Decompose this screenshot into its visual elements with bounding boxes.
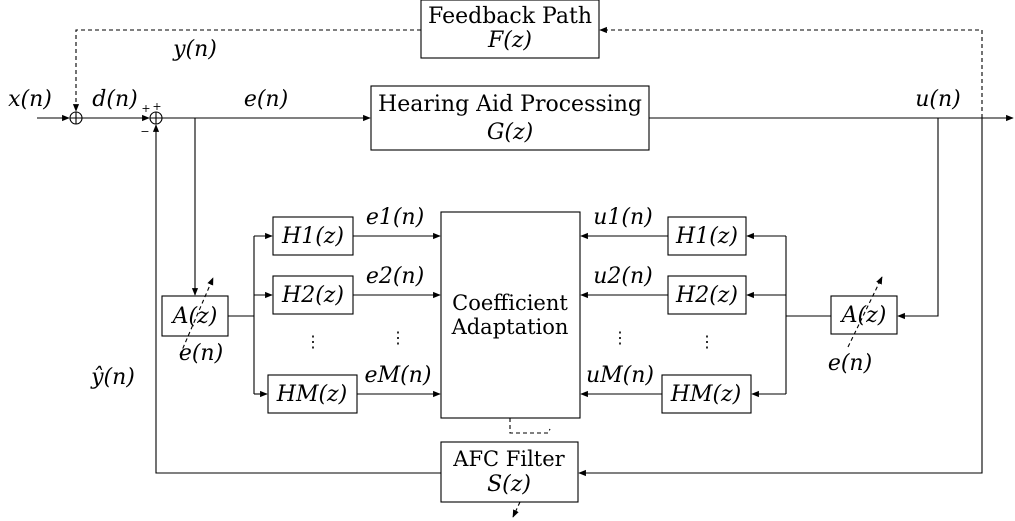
sum-junction-2-cross [150, 112, 162, 124]
signal-wires [37, 114, 1014, 477]
label-y: y(n) [172, 37, 217, 62]
ellipsis-right-u: ⋮ [612, 328, 628, 347]
label-u2: u2(n) [593, 264, 653, 289]
left-hm-label: HM(z) [276, 382, 347, 407]
label-x: x(n) [8, 87, 52, 112]
right-a-adapt-arrow [847, 276, 883, 348]
sum-junction-1-cross [70, 112, 82, 124]
sign-minus: − [140, 125, 149, 138]
right-hm-block: HM(z) [661, 374, 752, 414]
left-hm-block: HM(z) [267, 374, 358, 414]
ellipsis-left-e: ⋮ [390, 328, 406, 347]
label-um: uM(n) [586, 363, 654, 388]
feedback-dashed-wires [72, 26, 983, 518]
left-h2-label: H2(z) [281, 283, 344, 308]
coefficient-adaptation-line2: Adaptation [451, 315, 569, 339]
feedback-path-func: F(z) [487, 28, 532, 53]
sign-plus-2: + [152, 100, 161, 113]
label-e-right-a: e(n) [828, 351, 872, 376]
right-h2-block: H2(z) [667, 275, 747, 315]
left-h2-block: H2(z) [272, 275, 354, 315]
right-h2-label: H2(z) [675, 283, 738, 308]
label-e: e(n) [244, 87, 288, 112]
right-h1-label: H1(z) [675, 224, 738, 249]
left-h1-label: H1(z) [281, 224, 344, 249]
left-a-block: A(z) [161, 295, 229, 337]
right-h1-block: H1(z) [667, 216, 747, 256]
label-yhat: ŷ(n) [90, 365, 135, 390]
label-e2: e2(n) [366, 264, 424, 289]
left-a-label: A(z) [171, 304, 218, 329]
sign-plus-1: + [141, 102, 150, 115]
right-a-label: A(z) [840, 303, 887, 328]
left-h1-block: H1(z) [272, 216, 354, 256]
label-em: eM(n) [365, 363, 432, 388]
label-e-left-a: e(n) [179, 341, 223, 366]
label-u1: u1(n) [593, 205, 653, 230]
afc-filter-title: AFC Filter [452, 447, 565, 471]
right-hm-label: HM(z) [670, 382, 741, 407]
feedback-path-title: Feedback Path [428, 4, 592, 29]
ellipsis-left-h: ⋮ [305, 332, 321, 351]
hearing-aid-func: G(z) [487, 120, 533, 145]
coefficient-adaptation-block: Coefficient Adaptation [440, 211, 581, 419]
afc-filter-func: S(z) [487, 472, 531, 497]
afc-filter-block: AFC Filter S(z) [440, 441, 579, 503]
label-d: d(n) [92, 87, 137, 112]
hearing-aid-block: Hearing Aid Processing G(z) [370, 85, 650, 151]
label-u: u(n) [915, 87, 961, 112]
label-e1: e1(n) [366, 205, 424, 230]
coefficient-adaptation-line1: Coefficient [452, 291, 568, 315]
feedback-path-block: Feedback Path F(z) [420, 0, 600, 59]
ellipsis-right-h: ⋮ [699, 332, 715, 351]
hearing-aid-title: Hearing Aid Processing [378, 92, 642, 117]
